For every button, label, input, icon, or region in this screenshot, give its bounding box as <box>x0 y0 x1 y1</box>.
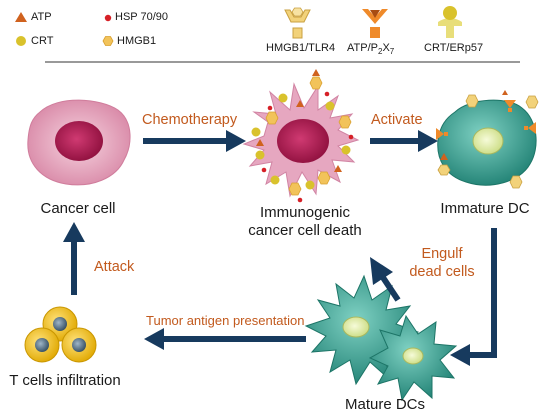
atp-legend-icon <box>15 12 27 22</box>
engulf-arrow <box>379 274 401 302</box>
cancer-cell-label: Cancer cell <box>40 200 116 217</box>
crt-legend-icon <box>16 36 26 46</box>
crt-legend-label: CRT <box>31 35 54 47</box>
tumor-antigen-label: Tumor antigen presentation <box>146 313 305 328</box>
crt-erp57-receptor-icon <box>438 6 462 38</box>
hsp-legend-icon <box>104 14 112 22</box>
engulf-label-line2: dead cells <box>409 264 475 280</box>
chemotherapy-label: Chemotherapy <box>142 112 238 128</box>
immature-dc-label: Immature DC <box>440 200 530 217</box>
immunogenic-label-line1: Immunogenic <box>259 204 351 221</box>
antigen-presentation-arrowhead <box>144 328 164 350</box>
activate-label: Activate <box>371 112 423 128</box>
immature-to-mature-arrow <box>468 228 497 358</box>
mature-dcs-label: Mature DCs <box>344 396 426 413</box>
cancer-cell-illustration <box>27 99 131 186</box>
hmgb1-legend-icon <box>102 36 114 46</box>
immunogenic-label-line2: cancer cell death <box>248 222 362 239</box>
atp-p2x7-legend-label: ATP/P2X7 <box>347 42 395 57</box>
immature-to-mature-arrowhead <box>450 344 470 366</box>
activate-arrowhead <box>418 130 438 152</box>
hsp-legend-label: HSP 70/90 <box>115 11 169 23</box>
atp-p2x7-receptor-icon <box>362 9 388 38</box>
engulf-arrowhead <box>370 257 393 285</box>
attack-arrowhead <box>63 222 85 242</box>
immature-dc-illustration <box>436 90 539 189</box>
mature-dcs-illustration <box>304 274 458 402</box>
hmgb1-tlr4-receptor-icon <box>284 7 311 39</box>
attack-label: Attack <box>94 259 135 275</box>
hmgb1-legend-label: HMGB1 <box>117 35 157 47</box>
t-cells-label: T cells infiltration <box>9 372 121 389</box>
crt-erp57-legend-label: CRT/ERp57 <box>424 42 484 54</box>
hmgb1-tlr4-legend-label: HMGB1/TLR4 <box>266 42 336 54</box>
t-cells-illustration <box>24 306 97 363</box>
chemotherapy-arrowhead <box>226 130 246 152</box>
immunogenic-dying-cell-illustration <box>242 69 360 203</box>
atp-legend-label: ATP <box>31 11 52 23</box>
engulf-label-line1: Engulf <box>421 246 463 262</box>
